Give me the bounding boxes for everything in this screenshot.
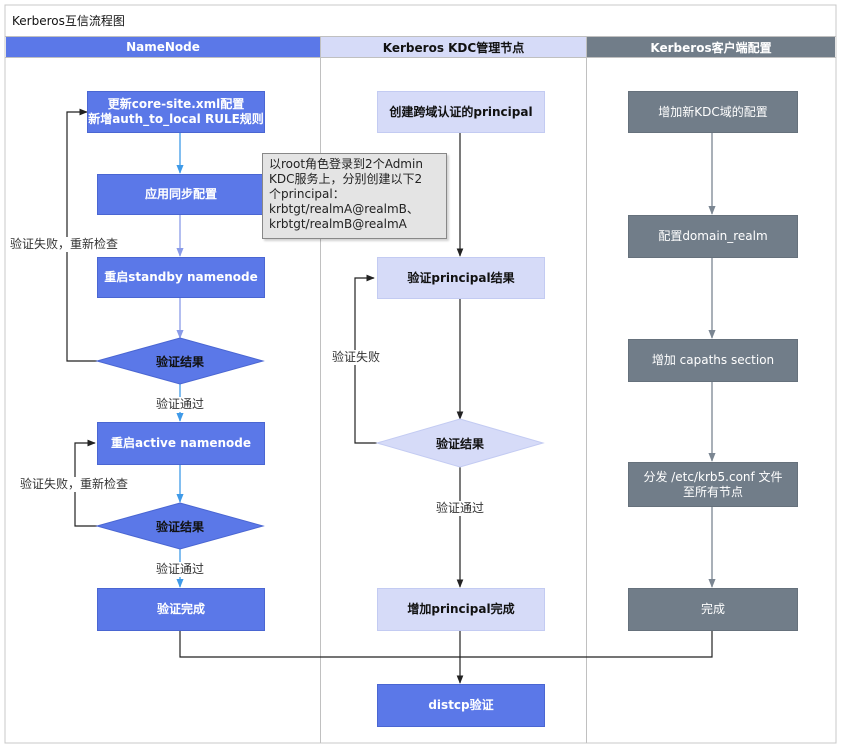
label-pass-1: 验证通过 (155, 397, 206, 412)
diagram-title: Kerberos互信流程图 (12, 14, 125, 28)
note-line-2: KDC服务上，分别创建以下2 (269, 172, 423, 186)
label-fail-recheck-2: 验证失败，重新检查 (19, 477, 130, 492)
note-line-5: krbtgt/realmB@realmA (269, 217, 407, 231)
step-distribute-krb5-conf: 分发 /etc/krb5.conf 文件 至所有节点 (628, 462, 798, 507)
note-create-principals: 以root角色登录到2个Admin KDC服务上，分别创建以下2 个princi… (262, 153, 447, 239)
step-distribute-line2: 至所有节点 (682, 484, 743, 499)
header-band-kdc (321, 37, 586, 57)
header-band-namenode (6, 37, 320, 57)
step-verify-principal: 验证principal结果 (377, 257, 545, 299)
step-restart-active: 重启active namenode (97, 422, 265, 465)
step-add-kdc-realm-config: 增加新KDC域的配置 (628, 91, 798, 133)
step-apply-sync-config: 应用同步配置 (97, 174, 265, 215)
decision-verify-2 (95, 502, 265, 550)
label-kdc-pass: 验证通过 (435, 501, 486, 516)
decision-verify-1-label: 验证结果 (155, 354, 204, 369)
step-verify-done: 验证完成 (97, 588, 265, 631)
step-add-capaths-section: 增加 capaths section (628, 339, 798, 382)
step-restart-standby: 重启standby namenode (97, 257, 265, 298)
connector-nn-done-to-distcp (179, 631, 460, 658)
lane-header-kdc: Kerberos KDC管理节点 (382, 40, 525, 55)
step-create-cross-realm-principal: 创建跨域认证的principal (377, 91, 545, 133)
decision-kdc-verify (375, 418, 545, 468)
step-client-done: 完成 (628, 588, 798, 631)
decision-verify-1 (95, 337, 265, 385)
note-line-1: 以root角色登录到2个Admin (269, 157, 423, 171)
step-distribute-line1: 分发 /etc/krb5.conf 文件 (643, 469, 783, 484)
step-update-core-site-line1: 更新core-site.xml配置 (107, 97, 245, 111)
connector-client-done-to-distcp (460, 631, 713, 658)
header-band-client (587, 37, 835, 57)
note-line-4: krbtgt/realmA@realmB、 (269, 202, 419, 216)
step-update-core-site-line2: 新增auth_to_local RULE规则 (88, 112, 264, 126)
lane-header-client: Kerberos客户端配置 (650, 40, 772, 55)
step-distcp-verify: distcp验证 (377, 684, 545, 727)
step-update-core-site: 更新core-site.xml配置 新增auth_to_local RULE规则 (87, 91, 265, 133)
lane-header-namenode: NameNode (126, 40, 200, 54)
note-line-3: 个principal： (269, 187, 345, 201)
label-kdc-fail: 验证失败 (331, 350, 382, 365)
decision-verify-2-label: 验证结果 (155, 519, 204, 534)
arrow-fail-loop-1 (66, 108, 97, 362)
label-pass-2: 验证通过 (155, 562, 206, 577)
step-config-domain-realm: 配置domain_realm (628, 215, 798, 258)
decision-kdc-verify-label: 验证结果 (435, 436, 484, 451)
step-add-principal-done: 增加principal完成 (377, 588, 545, 631)
label-fail-recheck-1: 验证失败，重新检查 (9, 237, 120, 252)
